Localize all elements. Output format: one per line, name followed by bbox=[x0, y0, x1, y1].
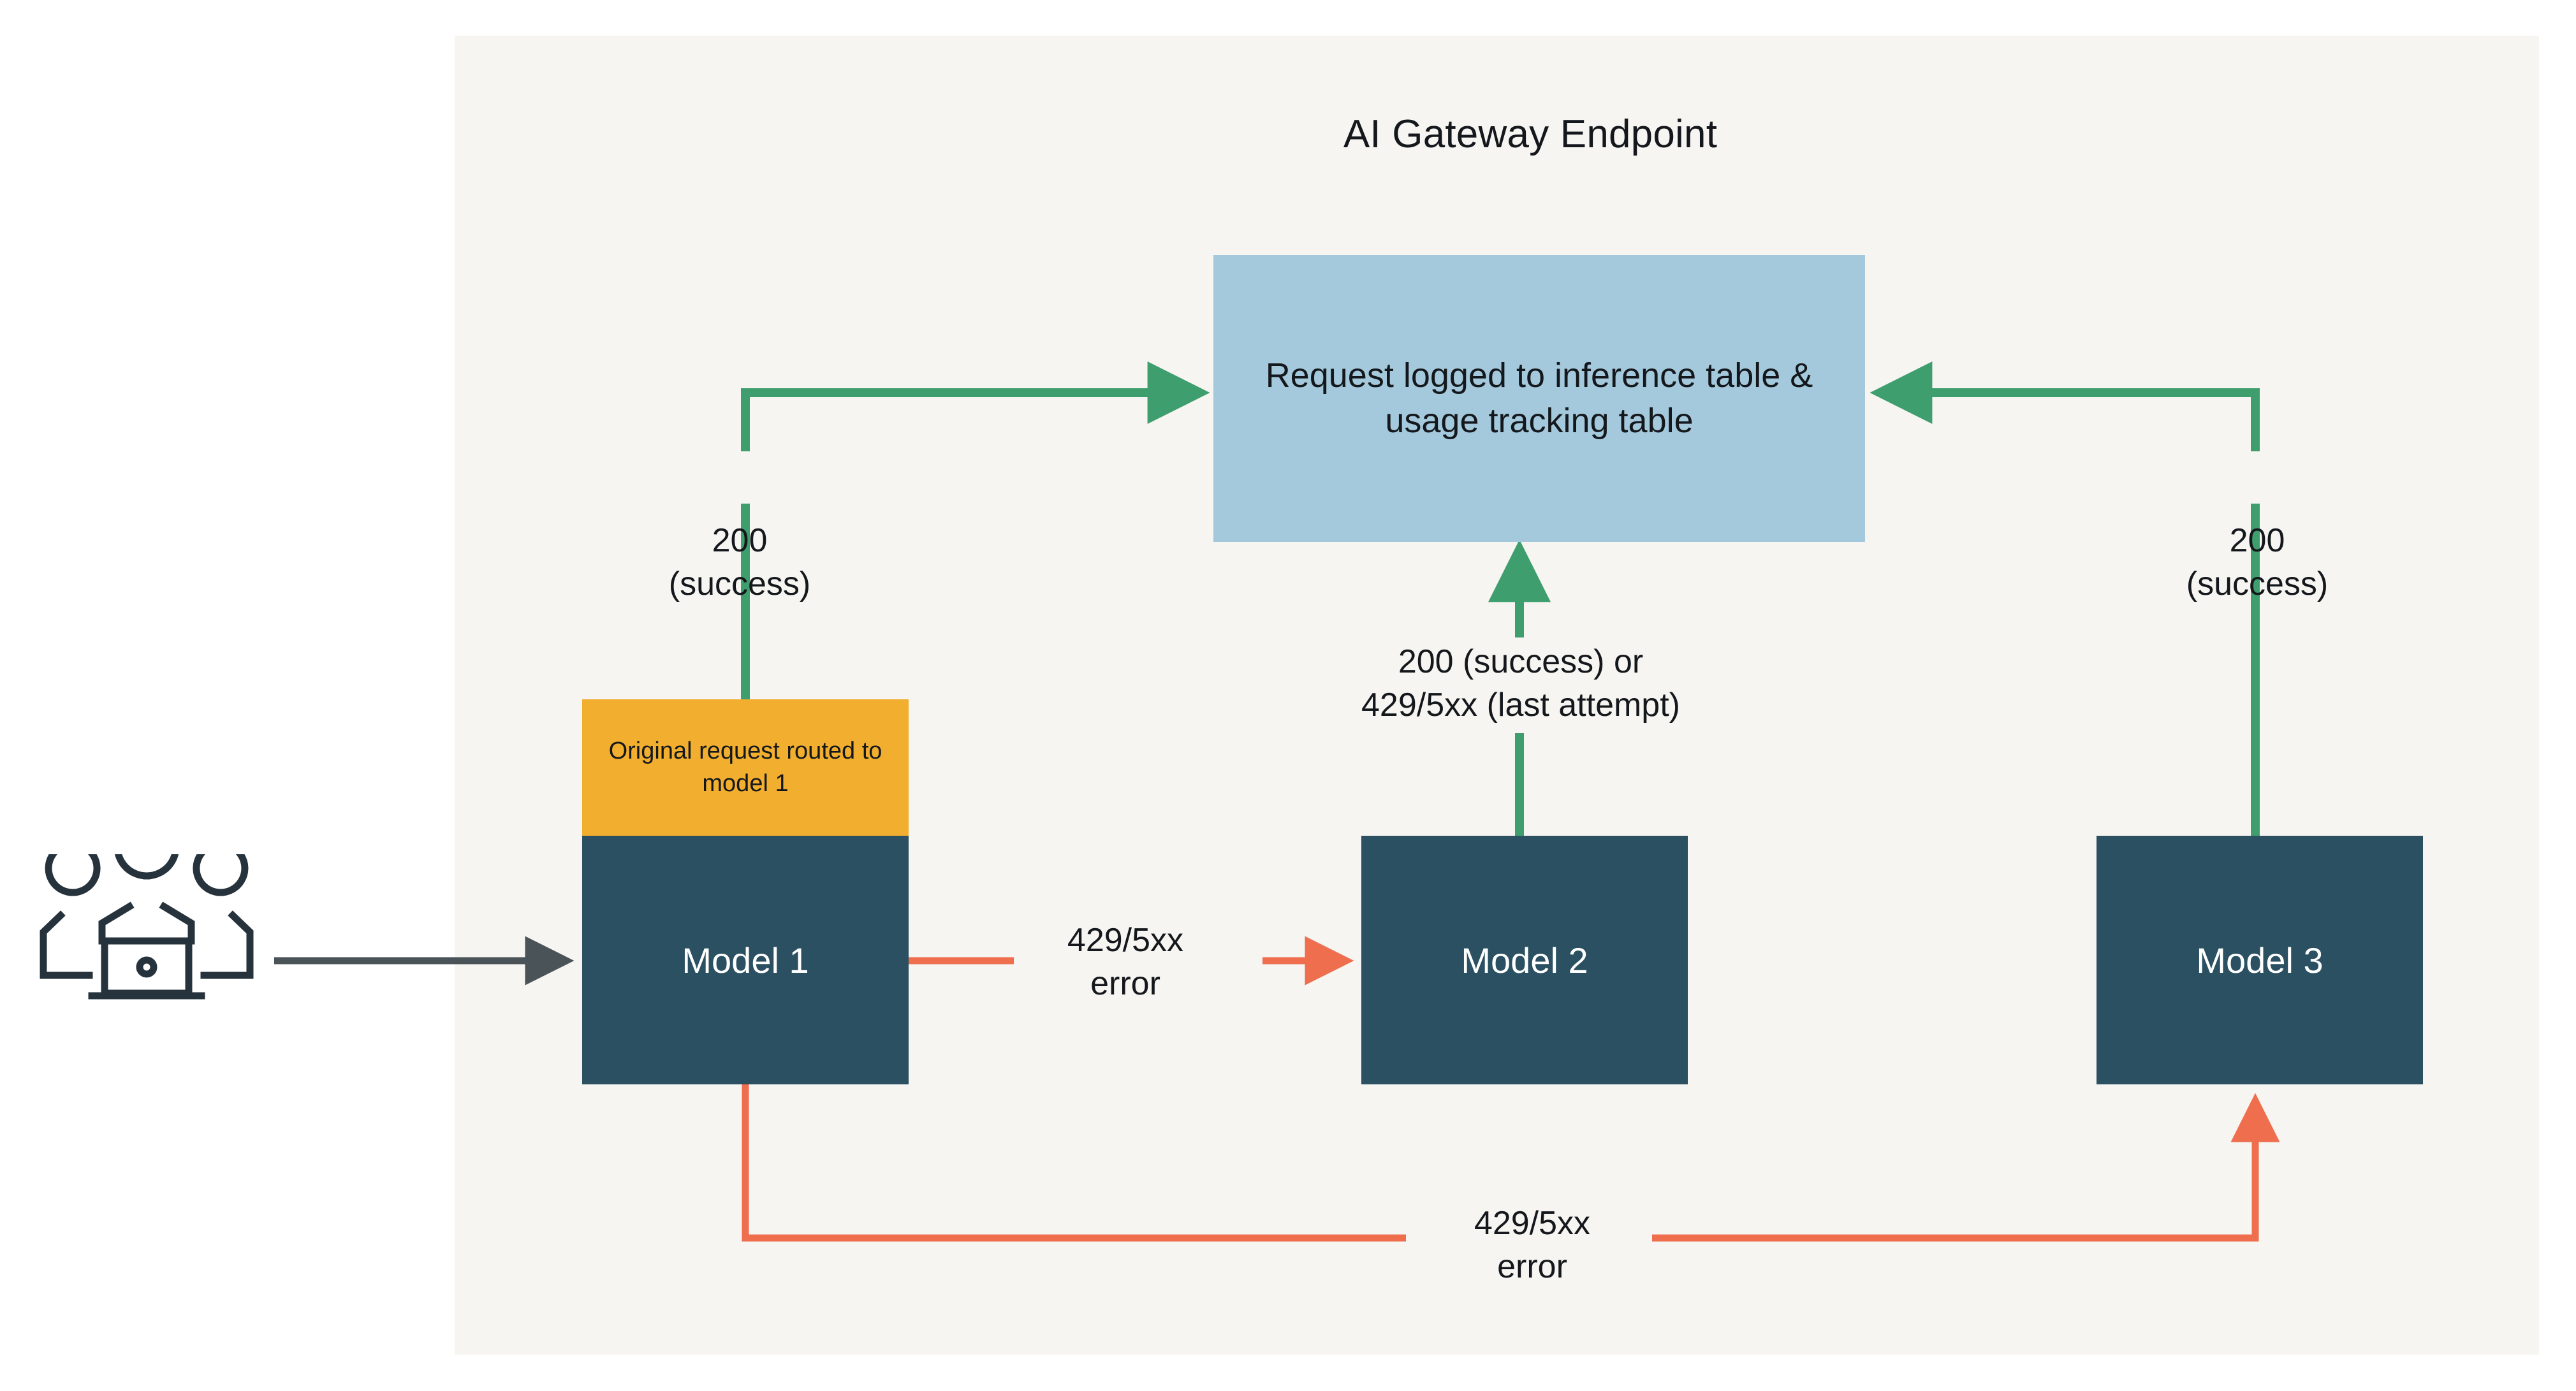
model-1-box: Model 1 bbox=[582, 836, 909, 1084]
log-table-box: Request logged to inference table & usag… bbox=[1213, 255, 1865, 542]
users-at-laptop-icon bbox=[26, 813, 268, 1039]
label-model1-success: 200(success) bbox=[668, 522, 811, 602]
edge-model1-to-log bbox=[741, 361, 1210, 699]
edge-model3-to-log bbox=[1870, 361, 2260, 836]
model-3-box: Model 3 bbox=[2097, 836, 2423, 1084]
page-title: AI Gateway Endpoint bbox=[1343, 112, 1718, 156]
edge-model1-to-model3-error bbox=[742, 1084, 2280, 1242]
label-model3-success: 200(success) bbox=[2186, 522, 2329, 602]
routed-request-banner: Original request routed to model 1 bbox=[582, 699, 909, 836]
model-2-box: Model 2 bbox=[1361, 836, 1688, 1084]
